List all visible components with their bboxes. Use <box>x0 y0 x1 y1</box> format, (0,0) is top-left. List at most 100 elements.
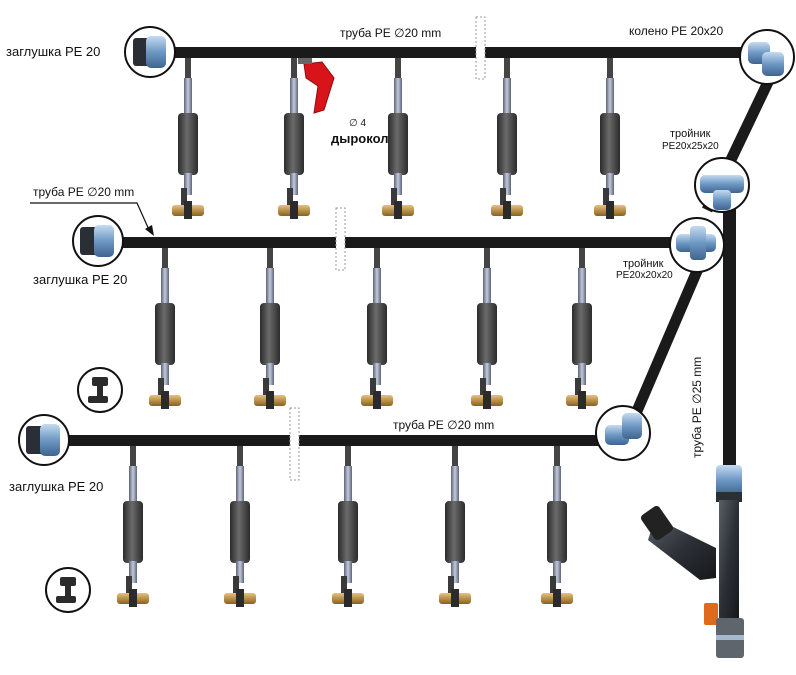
dripper-tube <box>553 466 561 504</box>
dripper-assembly <box>439 446 471 607</box>
break-mark-middle <box>335 207 346 271</box>
label-tee-lower-spec: PE20x20x20 <box>616 270 673 281</box>
label-tee-lower-name: тройник <box>623 258 664 270</box>
dripper-body <box>155 303 175 365</box>
dripper-body <box>367 303 387 365</box>
dripper-icon <box>77 367 123 413</box>
dripper-lower-tube <box>394 173 402 195</box>
dripper-connector <box>267 248 273 270</box>
label-punch-name: дырокол <box>331 131 389 146</box>
dripper-assembly <box>149 248 181 409</box>
dripper-lower-tube <box>236 561 244 583</box>
dripper-connector <box>374 248 380 270</box>
dripper-assembly <box>541 446 573 607</box>
tee-fitting-icon <box>694 157 750 213</box>
dripper-assembly <box>117 446 149 607</box>
dripper-tube <box>373 268 381 306</box>
label-tee-upper-name: тройник <box>670 128 711 140</box>
dripper-connector <box>162 248 168 270</box>
label-pipe-top: труба PE ∅20 mm <box>340 26 442 40</box>
dripper-body <box>338 501 358 563</box>
dripper-tube <box>290 78 298 116</box>
dripper-lower-tube <box>553 561 561 583</box>
dripper-manifold-center <box>129 589 137 607</box>
pipe-diagonal-lower <box>622 247 712 435</box>
dripper-tube <box>483 268 491 306</box>
dripper-body <box>388 113 408 175</box>
dripper-icon <box>45 567 91 613</box>
dripper-lower-tube <box>373 363 381 385</box>
dripper-lower-tube <box>161 363 169 385</box>
dripper-connector <box>504 58 510 80</box>
dripper-assembly <box>566 248 598 409</box>
dripper-manifold-center <box>606 201 614 219</box>
label-pipe-middle: труба PE ∅20 mm <box>33 185 135 199</box>
dripper-connector <box>237 446 243 468</box>
dripper-manifold-center <box>483 391 491 409</box>
dripper-tube <box>184 78 192 116</box>
dripper-tube <box>236 466 244 504</box>
dripper-tube <box>161 268 169 306</box>
hole-punch-icon <box>298 58 335 114</box>
dripper-assembly <box>471 248 503 409</box>
dripper-tube <box>129 466 137 504</box>
dripper-lower-tube <box>290 173 298 195</box>
filter-icon <box>640 465 744 658</box>
dripper-lower-tube <box>344 561 352 583</box>
dripper-body <box>445 501 465 563</box>
label-punch-size: ∅ 4 <box>349 118 367 129</box>
dripper-lower-tube <box>266 363 274 385</box>
dripper-manifold-center <box>503 201 511 219</box>
end-plug-icon <box>124 26 176 78</box>
dripper-body <box>123 501 143 563</box>
dripper-manifold-center <box>161 391 169 409</box>
dripper-tube <box>344 466 352 504</box>
pipe-label-arrow <box>30 202 154 236</box>
dripper-manifold-center <box>236 589 244 607</box>
dripper-connector <box>484 248 490 270</box>
dripper-tube <box>578 268 586 306</box>
dripper-connector <box>395 58 401 80</box>
dripper-assembly <box>491 58 523 219</box>
label-plug-middle: заглушка PE 20 <box>33 272 128 287</box>
dripper-lower-tube <box>451 561 459 583</box>
dripper-tube <box>394 78 402 116</box>
dripper-manifold-center <box>578 391 586 409</box>
dripper-assemblies <box>117 58 626 607</box>
dripper-lower-tube <box>483 363 491 385</box>
dripper-manifold-center <box>266 391 274 409</box>
dripper-assembly <box>332 446 364 607</box>
dripper-tube <box>606 78 614 116</box>
dripper-tube <box>503 78 511 116</box>
dripper-assembly <box>382 58 414 219</box>
tee-fitting-icon <box>669 217 725 273</box>
dripper-connector <box>345 446 351 468</box>
pipe-row-top <box>160 47 765 58</box>
dripper-body <box>547 501 567 563</box>
dripper-body <box>230 501 250 563</box>
dripper-assembly <box>594 58 626 219</box>
dripper-body <box>600 113 620 175</box>
label-tee-upper-spec: PE20x25x20 <box>662 141 719 152</box>
break-mark-top <box>475 16 486 80</box>
dripper-lower-tube <box>184 173 192 195</box>
pipe-break-marks <box>289 16 486 481</box>
end-plug-icon <box>72 215 124 267</box>
pipe-network <box>44 47 775 470</box>
pipe-row-bottom <box>44 435 629 446</box>
label-plug-bottom: заглушка PE 20 <box>9 479 104 494</box>
pipe-main-vertical <box>723 195 736 470</box>
label-plug-top: заглушка PE 20 <box>6 44 101 59</box>
dripper-body <box>497 113 517 175</box>
dripper-connector <box>130 446 136 468</box>
end-plug-icon <box>18 414 70 466</box>
break-mark-bottom <box>289 407 300 481</box>
label-elbow-top: колено PE 20x20 <box>629 24 724 38</box>
dripper-manifold-center <box>290 201 298 219</box>
dripper-body <box>178 113 198 175</box>
dripper-connector <box>607 58 613 80</box>
dripper-assembly <box>224 446 256 607</box>
dripper-manifold-center <box>451 589 459 607</box>
dripper-lower-tube <box>129 561 137 583</box>
dripper-lower-tube <box>503 173 511 195</box>
